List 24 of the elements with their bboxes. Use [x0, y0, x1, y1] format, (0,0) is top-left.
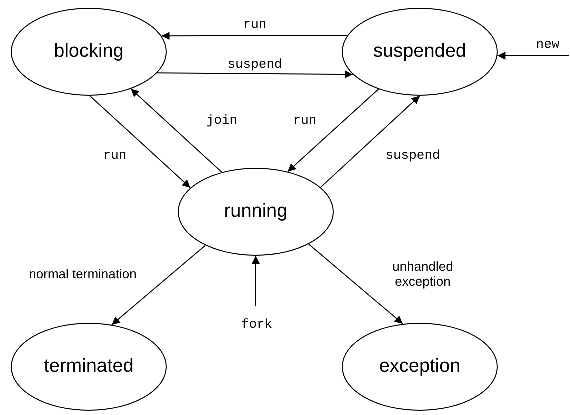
state-name: exception: [379, 356, 461, 378]
arrow: [287, 88, 380, 172]
arrow: [130, 88, 222, 173]
state-name: blocking: [54, 41, 124, 63]
state-name: terminated: [44, 356, 134, 378]
state-name: running: [224, 201, 288, 223]
arrow: [112, 245, 206, 326]
state-ellipse: [11, 8, 167, 96]
arrow: [156, 70, 354, 79]
arrow: [320, 96, 420, 188]
state-ellipse: [178, 168, 334, 256]
edge-label: suspend: [226, 58, 284, 72]
state-ellipse: [11, 323, 167, 411]
arrow: [252, 256, 260, 306]
edge-label: join: [205, 114, 239, 128]
arrow: [308, 244, 404, 325]
arrow: [497, 52, 570, 60]
edge-label: normal termination: [27, 266, 139, 282]
arrow: [161, 32, 348, 40]
edge-label: suspend: [384, 148, 442, 164]
state-name: suspended: [374, 41, 466, 63]
state-ellipse: [342, 8, 498, 96]
state-ellipse: [342, 323, 498, 411]
arrow: [90, 96, 192, 189]
